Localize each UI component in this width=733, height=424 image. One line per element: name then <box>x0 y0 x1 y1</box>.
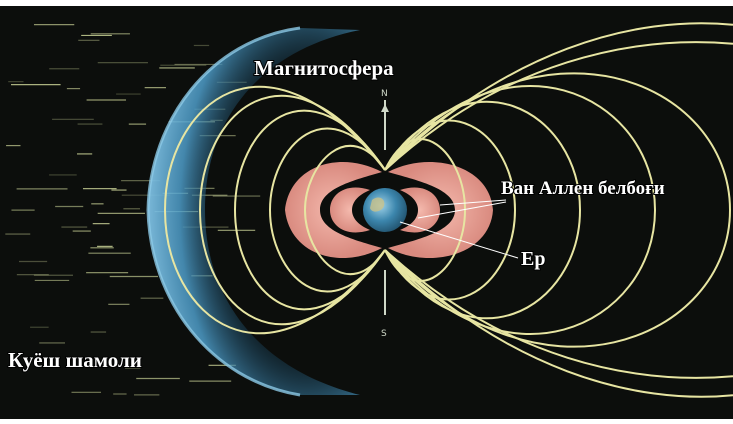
field-line-dayside <box>198 94 386 326</box>
field-line-open-tail <box>384 249 733 379</box>
field-line-nightside <box>384 72 732 348</box>
van-allen-belt-label: Ван Аллен белбоғи <box>501 178 665 199</box>
earth-landmass <box>370 197 385 212</box>
solar-wind-label: Куёш шамоли <box>8 348 142 372</box>
field-line-open-tail <box>384 22 733 171</box>
field-line-dayside <box>163 85 386 335</box>
magnetosphere-label: Магнитосфера <box>254 56 394 80</box>
bow-shock <box>148 28 360 395</box>
field-line-open-tail <box>384 249 733 398</box>
field-line-dayside <box>268 127 386 293</box>
field-line-dayside <box>303 145 386 275</box>
north-pole-label: N <box>381 89 388 99</box>
earth-globe <box>363 188 407 232</box>
field-line-open-tail <box>384 41 733 171</box>
belt-pointer-1 <box>439 199 507 206</box>
outer-belt-right <box>388 161 493 259</box>
earth-pointer <box>399 221 519 259</box>
field-line-nightside <box>384 100 582 320</box>
field-line-dayside <box>233 109 386 311</box>
belt-pointer-2 <box>417 201 507 219</box>
north-arrow <box>381 104 389 112</box>
inner-belt-right <box>400 187 440 233</box>
inner-belt-left <box>330 187 370 233</box>
bow-shock-edge <box>146 26 301 397</box>
magnetic-field-lines <box>163 22 733 398</box>
south-pole-label: S <box>381 329 387 339</box>
earth-label: Ер <box>521 248 545 270</box>
